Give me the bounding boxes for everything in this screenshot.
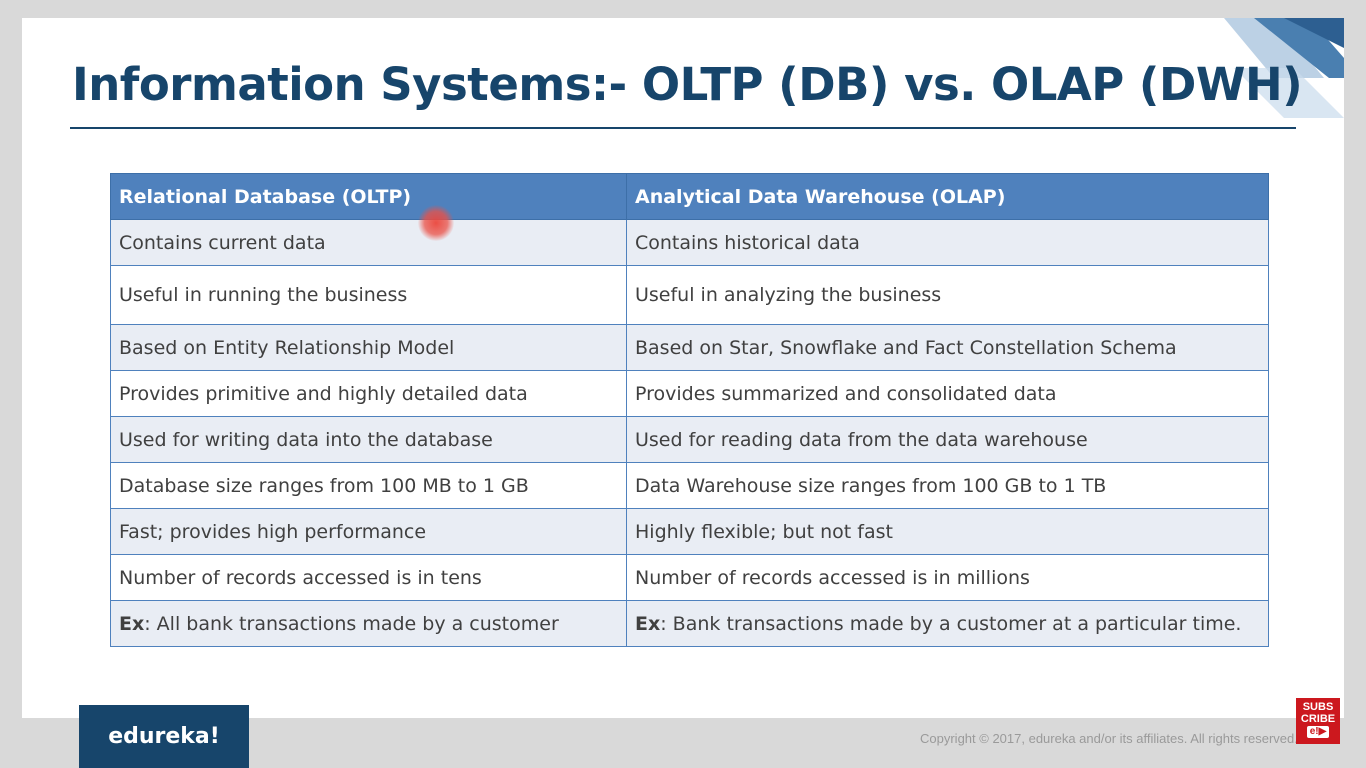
oltp-cell: Used for writing data into the database: [110, 416, 627, 463]
olap-cell: Useful in analyzing the business: [626, 265, 1269, 325]
title-divider: [70, 127, 1296, 129]
oltp-example-cell: Ex: All bank transactions made by a cust…: [110, 600, 627, 647]
subscribe-label-2: CRIBE: [1300, 713, 1336, 725]
example-prefix: Ex: [635, 612, 661, 635]
table-row: Fast; provides high performance Highly f…: [110, 508, 1269, 555]
table-row-example: Ex: All bank transactions made by a cust…: [110, 600, 1269, 647]
edureka-logo: edureka!: [79, 705, 249, 768]
oltp-cell: Contains current data: [110, 219, 627, 266]
oltp-cell: Based on Entity Relationship Model: [110, 324, 627, 371]
olap-cell: Based on Star, Snowflake and Fact Conste…: [626, 324, 1269, 371]
subscribe-button[interactable]: SUBS CRIBE e!▶: [1296, 698, 1340, 744]
header-oltp: Relational Database (OLTP): [110, 173, 627, 220]
copyright-notice: Copyright © 2017, edureka and/or its aff…: [920, 731, 1298, 746]
oltp-cell: Number of records accessed is in tens: [110, 554, 627, 601]
olap-example-cell: Ex: Bank transactions made by a customer…: [626, 600, 1269, 647]
olap-cell: Contains historical data: [626, 219, 1269, 266]
example-prefix: Ex: [119, 612, 145, 635]
olap-example-text: : Bank transactions made by a customer a…: [660, 612, 1242, 635]
table-header-row: Relational Database (OLTP) Analytical Da…: [110, 173, 1269, 220]
table-row: Based on Entity Relationship Model Based…: [110, 324, 1269, 371]
header-olap: Analytical Data Warehouse (OLAP): [626, 173, 1269, 220]
olap-cell: Provides summarized and consolidated dat…: [626, 370, 1269, 417]
play-icon: e!▶: [1306, 726, 1330, 738]
oltp-example-text: : All bank transactions made by a custom…: [144, 612, 559, 635]
table-row: Useful in running the business Useful in…: [110, 265, 1269, 325]
oltp-cell: Useful in running the business: [110, 265, 627, 325]
table-row: Database size ranges from 100 MB to 1 GB…: [110, 462, 1269, 509]
olap-cell: Used for reading data from the data ware…: [626, 416, 1269, 463]
pointer-highlight: [418, 205, 454, 241]
table-row: Number of records accessed is in tens Nu…: [110, 554, 1269, 601]
slide: Information Systems:- OLTP (DB) vs. OLAP…: [22, 18, 1344, 718]
comparison-table: Relational Database (OLTP) Analytical Da…: [110, 173, 1269, 647]
table-row: Provides primitive and highly detailed d…: [110, 370, 1269, 417]
oltp-cell: Fast; provides high performance: [110, 508, 627, 555]
subscribe-label-1: SUBS: [1302, 701, 1334, 713]
slide-title: Information Systems:- OLTP (DB) vs. OLAP…: [72, 58, 1303, 111]
corner-decoration: [1224, 18, 1344, 118]
oltp-cell: Provides primitive and highly detailed d…: [110, 370, 627, 417]
olap-cell: Number of records accessed is in million…: [626, 554, 1269, 601]
oltp-cell: Database size ranges from 100 MB to 1 GB: [110, 462, 627, 509]
table-row: Used for writing data into the database …: [110, 416, 1269, 463]
table-row: Contains current data Contains historica…: [110, 219, 1269, 266]
olap-cell: Data Warehouse size ranges from 100 GB t…: [626, 462, 1269, 509]
olap-cell: Highly flexible; but not fast: [626, 508, 1269, 555]
